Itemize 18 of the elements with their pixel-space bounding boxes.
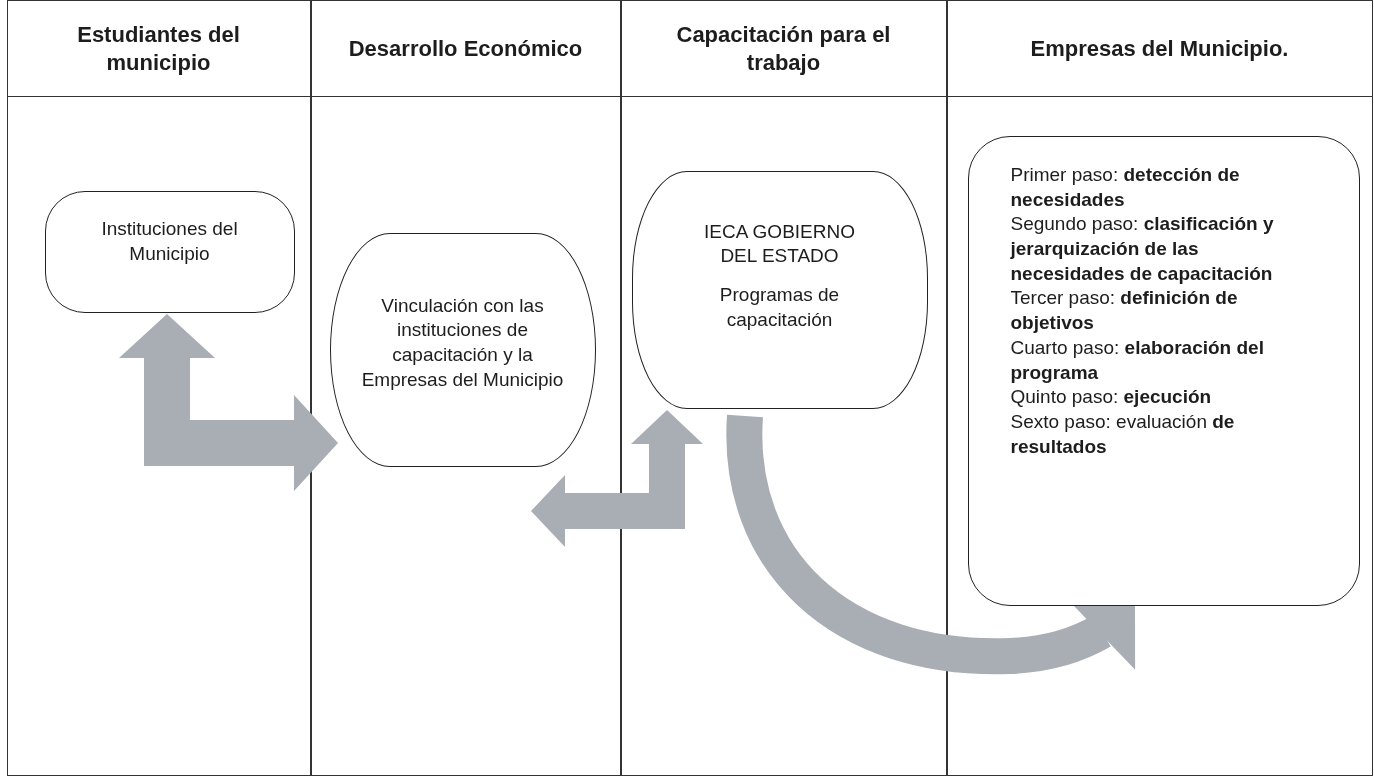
lane-heading: Estudiantes del municipio xyxy=(76,21,241,76)
block-arrow xyxy=(119,314,338,491)
steps-box xyxy=(967,136,1360,606)
swimlane-column xyxy=(620,0,947,776)
block-arrow xyxy=(531,410,703,547)
node-text: IECA GOBIERNO DEL ESTADO xyxy=(703,219,856,269)
node-text: Vinculación con las instituciones de capacitación y la Empresas del Municipio xyxy=(360,293,565,392)
step-text: Quinto paso: ejecución xyxy=(1010,385,1212,410)
lane-heading: Desarrollo Económico xyxy=(347,34,584,63)
swimlane-column xyxy=(310,0,621,776)
lane-heading: Capacitación para el trabajo xyxy=(675,21,892,76)
step-text: Sexto paso: evaluación de resultados xyxy=(1010,409,1236,459)
node-text: Instituciones del Municipio xyxy=(100,217,239,266)
node-text: Programas de capacitación xyxy=(718,283,841,332)
process-box xyxy=(44,191,295,313)
swimlane-column xyxy=(6,0,311,776)
lane-heading: Empresas del Municipio. xyxy=(1029,34,1290,63)
swimlane-column xyxy=(946,0,1373,776)
